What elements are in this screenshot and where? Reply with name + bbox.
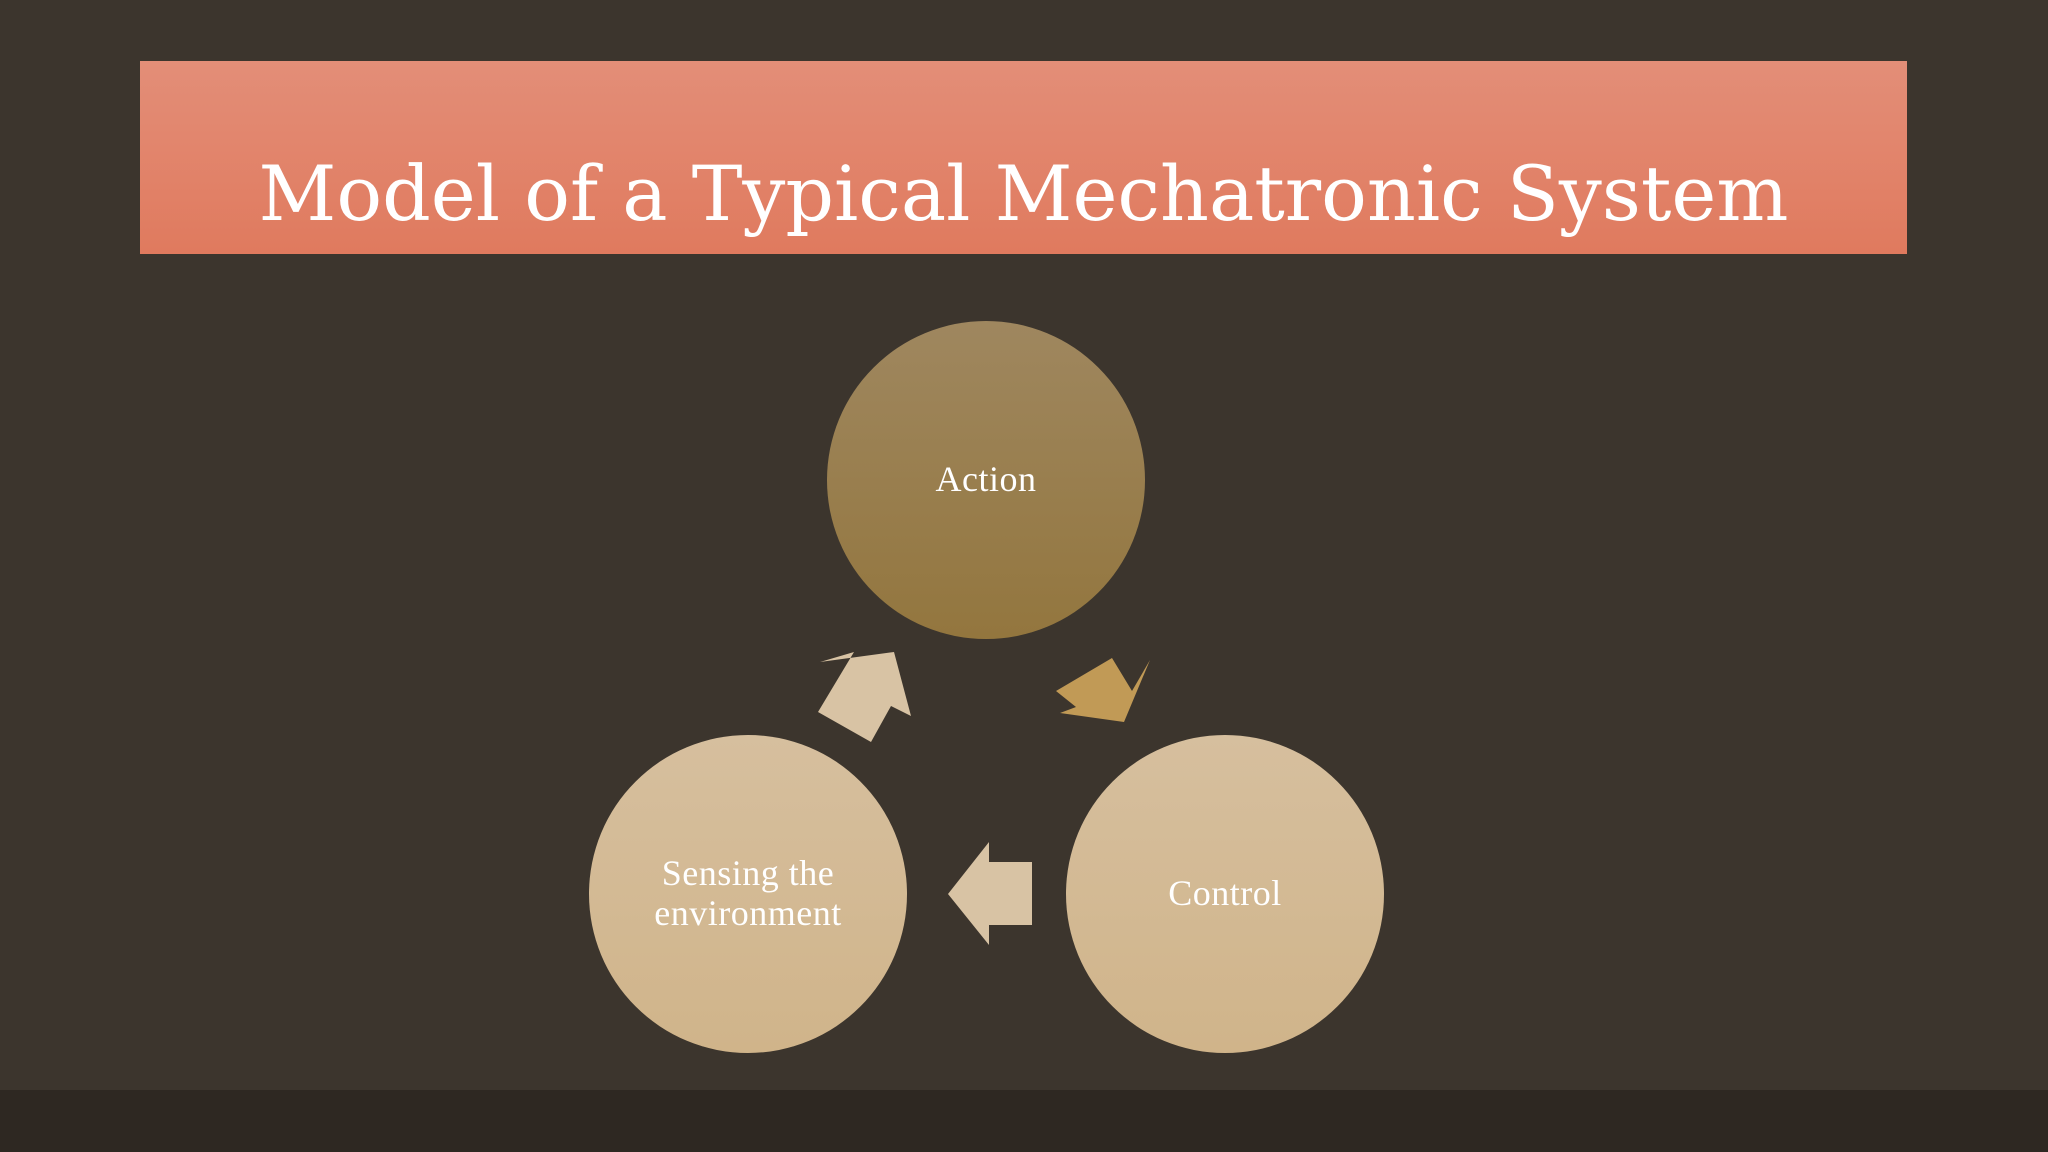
slide-title: Model of a Typical Mechatronic System [258, 149, 1789, 238]
node-action-label: Action [935, 459, 1037, 500]
arrow-sensing-to-action [818, 652, 911, 742]
node-sensing-label: Sensing the environment [654, 853, 842, 933]
arrow-control-to-sensing [948, 842, 1032, 945]
slide: Model of a Typical Mechatronic System Ac… [140, 61, 1907, 1053]
node-action: Action [827, 321, 1145, 639]
node-control: Control [1066, 735, 1384, 1053]
footer-bar [0, 1090, 2048, 1152]
node-sensing: Sensing the environment [589, 735, 907, 1053]
node-control-label: Control [1168, 873, 1282, 914]
title-banner: Model of a Typical Mechatronic System [140, 61, 1907, 254]
arrow-action-to-control [1056, 658, 1150, 722]
